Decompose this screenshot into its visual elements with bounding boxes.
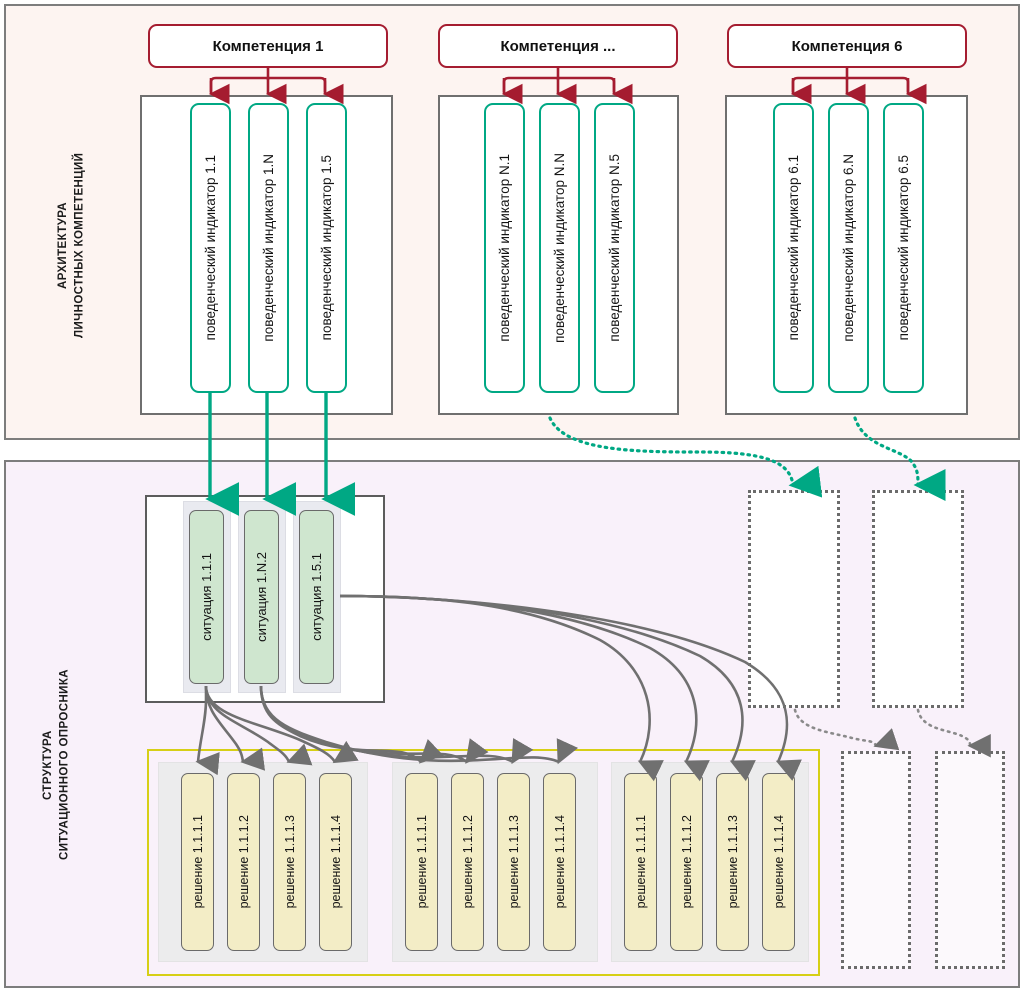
solution-label-1-4: решение 1.1.1.4 — [328, 815, 343, 909]
solution-pill-3-2[interactable]: решение 1.1.1.2 — [670, 773, 703, 951]
indicator-label-3-2: поведенческий индикатор 6.N — [841, 154, 856, 342]
solution-pill-2-4[interactable]: решение 1.1.1.4 — [543, 773, 576, 951]
indicator-label-2-2: поведенческий индикатор N.N — [552, 153, 567, 343]
questionnaire-caption-line2: СИТУАЦИОННОГО ОПРОСНИКА — [58, 669, 71, 861]
solution-label-2-1: решение 1.1.1.1 — [414, 815, 429, 909]
solution-pill-3-3[interactable]: решение 1.1.1.3 — [716, 773, 749, 951]
architecture-section-caption: АРХИТЕКТУРА ЛИЧНОСТНЫХ КОМПЕТЕНЦИЙ — [55, 95, 88, 395]
indicator-label-1-2: поведенческий индикатор 1.N — [261, 154, 276, 342]
situation-pill-1[interactable]: ситуация 1.1.1 — [189, 510, 224, 684]
indicator-pill-1-3[interactable]: поведенческий индикатор 1.5 — [306, 103, 347, 393]
solution-label-2-4: решение 1.1.1.4 — [552, 815, 567, 909]
solution-pill-1-4[interactable]: решение 1.1.1.4 — [319, 773, 352, 951]
placeholder-box-lower-2 — [935, 751, 1005, 969]
situation-label-3: ситуация 1.5.1 — [309, 553, 324, 641]
indicator-pill-2-1[interactable]: поведенческий индикатор N.1 — [484, 103, 525, 393]
indicator-label-1-1: поведенческий индикатор 1.1 — [203, 155, 218, 341]
solution-pill-1-3[interactable]: решение 1.1.1.3 — [273, 773, 306, 951]
placeholder-box-upper-2 — [872, 490, 964, 708]
indicator-pill-1-1[interactable]: поведенческий индикатор 1.1 — [190, 103, 231, 393]
competency-title-2: Компетенция ... — [500, 37, 616, 55]
competency-pill-3[interactable]: Компетенция 6 — [727, 24, 967, 68]
indicator-pill-1-2[interactable]: поведенческий индикатор 1.N — [248, 103, 289, 393]
solution-label-3-4: решение 1.1.1.4 — [771, 815, 786, 909]
solution-pill-3-4[interactable]: решение 1.1.1.4 — [762, 773, 795, 951]
solution-label-1-3: решение 1.1.1.3 — [282, 815, 297, 909]
solution-label-3-2: решение 1.1.1.2 — [679, 815, 694, 909]
questionnaire-section-caption: СТРУКТУРА СИТУАЦИОННОГО ОПРОСНИКА — [40, 600, 73, 930]
solution-label-1-2: решение 1.1.1.2 — [236, 815, 251, 909]
placeholder-box-lower-1 — [841, 751, 911, 969]
indicator-label-3-1: поведенческий индикатор 6.1 — [786, 155, 801, 341]
indicator-label-3-3: поведенческий индикатор 6.5 — [896, 155, 911, 341]
competency-pill-2[interactable]: Компетенция ... — [438, 24, 678, 68]
competency-pill-1[interactable]: Компетенция 1 — [148, 24, 388, 68]
architecture-caption-line2: ЛИЧНОСТНЫХ КОМПЕТЕНЦИЙ — [73, 152, 86, 338]
solution-pill-2-1[interactable]: решение 1.1.1.1 — [405, 773, 438, 951]
solution-label-2-3: решение 1.1.1.3 — [506, 815, 521, 909]
situation-pill-3[interactable]: ситуация 1.5.1 — [299, 510, 334, 684]
situation-pill-2[interactable]: ситуация 1.N.2 — [244, 510, 279, 684]
solution-pill-1-1[interactable]: решение 1.1.1.1 — [181, 773, 214, 951]
competency-title-1: Компетенция 1 — [212, 37, 324, 55]
competency-title-3: Компетенция 6 — [791, 37, 903, 55]
solution-label-3-1: решение 1.1.1.1 — [633, 815, 648, 909]
indicator-pill-2-3[interactable]: поведенческий индикатор N.5 — [594, 103, 635, 393]
indicator-label-2-3: поведенческий индикатор N.5 — [607, 154, 622, 342]
indicator-label-2-1: поведенческий индикатор N.1 — [497, 154, 512, 342]
solution-label-3-3: решение 1.1.1.3 — [725, 815, 740, 909]
solution-pill-3-1[interactable]: решение 1.1.1.1 — [624, 773, 657, 951]
questionnaire-caption-line1: СТРУКТУРА — [42, 730, 54, 800]
indicator-label-1-3: поведенческий индикатор 1.5 — [319, 155, 334, 341]
indicator-pill-3-3[interactable]: поведенческий индикатор 6.5 — [883, 103, 924, 393]
solution-pill-2-2[interactable]: решение 1.1.1.2 — [451, 773, 484, 951]
situation-label-1: ситуация 1.1.1 — [199, 553, 214, 641]
solution-pill-2-3[interactable]: решение 1.1.1.3 — [497, 773, 530, 951]
solution-label-1-1: решение 1.1.1.1 — [190, 815, 205, 909]
architecture-caption-line1: АРХИТЕКТУРА — [57, 201, 69, 289]
indicator-pill-2-2[interactable]: поведенческий индикатор N.N — [539, 103, 580, 393]
solution-label-2-2: решение 1.1.1.2 — [460, 815, 475, 909]
placeholder-box-upper-1 — [748, 490, 840, 708]
solution-pill-1-2[interactable]: решение 1.1.1.2 — [227, 773, 260, 951]
indicator-pill-3-2[interactable]: поведенческий индикатор 6.N — [828, 103, 869, 393]
situation-label-2: ситуация 1.N.2 — [254, 552, 269, 642]
indicator-pill-3-1[interactable]: поведенческий индикатор 6.1 — [773, 103, 814, 393]
